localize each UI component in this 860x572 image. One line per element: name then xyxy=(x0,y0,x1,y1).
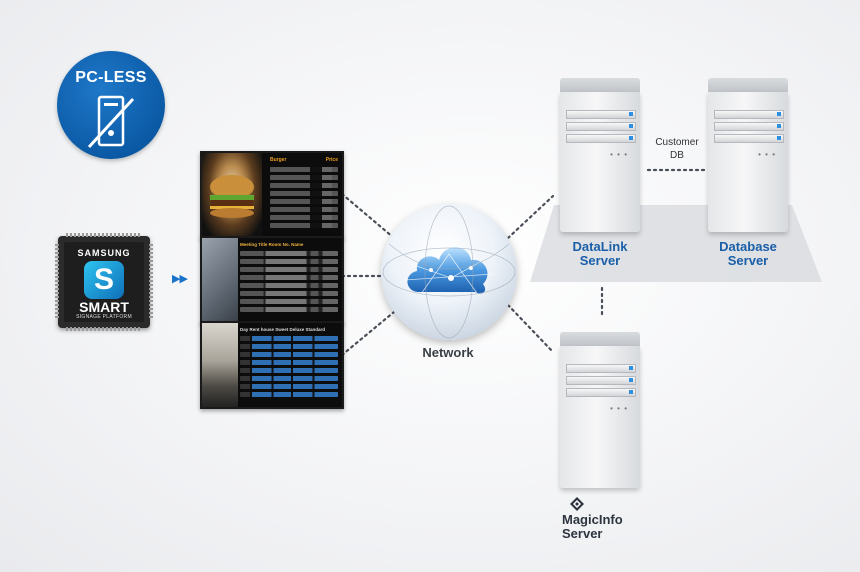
magicinfo-server-icon: • • • xyxy=(560,332,640,488)
meeting-board-display: Meeting Title Room No. Name xyxy=(200,236,344,324)
smart-s-logo-icon: S xyxy=(84,261,124,299)
meeting-room-photo xyxy=(202,238,238,322)
chip-subtitle: SIGNAGE PLATFORM xyxy=(76,314,132,320)
cloud-icon xyxy=(404,247,494,297)
pc-less-badge: PC-LESS xyxy=(57,51,165,159)
database-server-icon: • • • xyxy=(708,78,788,232)
hotel-room-photo xyxy=(202,323,238,407)
burger-photo xyxy=(202,153,262,237)
no-pc-icon xyxy=(87,95,135,149)
magicinfo-logo-icon xyxy=(570,497,584,511)
chip-name: SMART xyxy=(79,299,129,315)
room-rate-display: Day Rent house Sweet Deluxe Standard xyxy=(200,321,344,409)
pc-less-label: PC-LESS xyxy=(75,69,147,86)
smart-signage-chip: SAMSUNG S SMART SIGNAGE PLATFORM xyxy=(55,233,153,331)
datalink-server-icon: • • • xyxy=(560,78,640,232)
double-arrow-icon: ▶▶ xyxy=(172,273,188,285)
network-globe xyxy=(381,204,517,340)
chip-brand: SAMSUNG xyxy=(77,248,131,258)
network-label: Network xyxy=(422,345,474,360)
